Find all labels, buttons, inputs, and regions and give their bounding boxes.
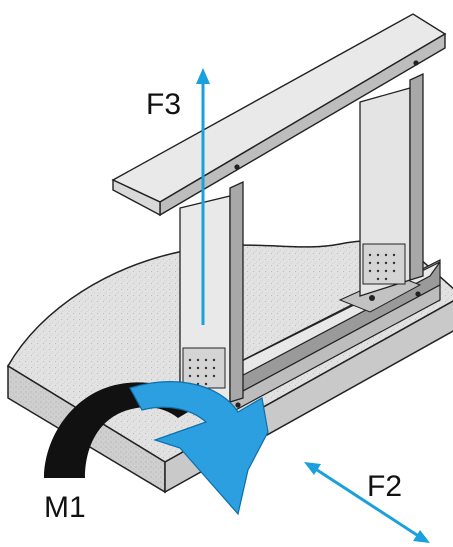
- bottom-screw-left: [235, 402, 241, 408]
- left-holddown-bracket: [182, 347, 226, 389]
- track-screw: [369, 295, 375, 301]
- force-arrow-f2: [304, 462, 430, 543]
- right-holddown-bracket: [362, 243, 406, 285]
- top-screw-right: [413, 60, 419, 66]
- top-track: [111, 13, 447, 217]
- label-m1: M1: [44, 491, 86, 524]
- bottom-screw-right: [415, 291, 421, 297]
- label-f2: F2: [367, 470, 402, 503]
- moment-arrow-m1: [44, 381, 269, 516]
- top-screw-left: [234, 164, 240, 170]
- force-arrow-f3: [196, 68, 210, 325]
- label-f3: F3: [146, 88, 181, 121]
